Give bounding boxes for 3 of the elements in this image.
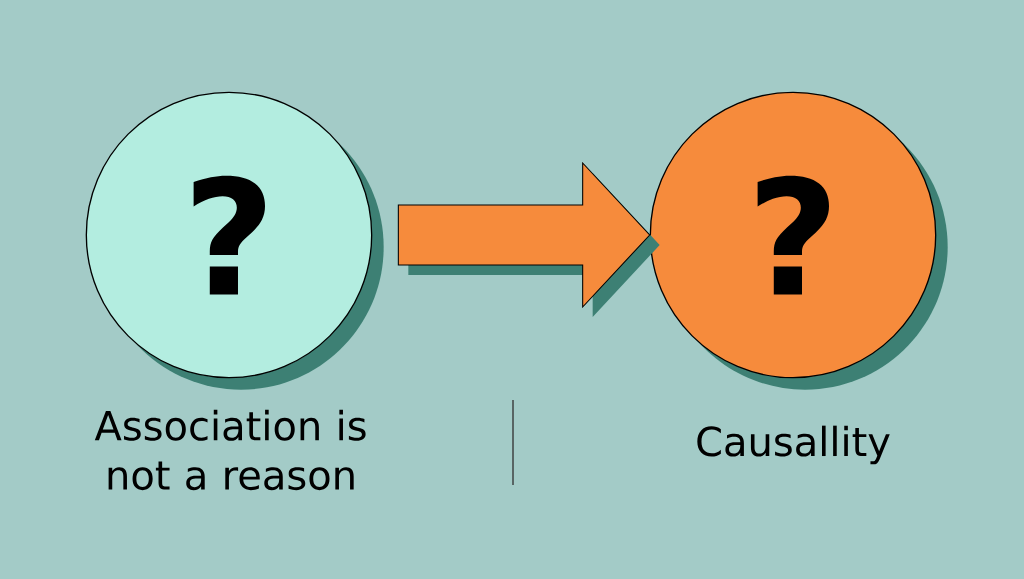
node-label: Causallity [697, 425, 890, 465]
block-arrow [397, 161, 660, 317]
node-label: Association is not a reason [94, 409, 366, 491]
